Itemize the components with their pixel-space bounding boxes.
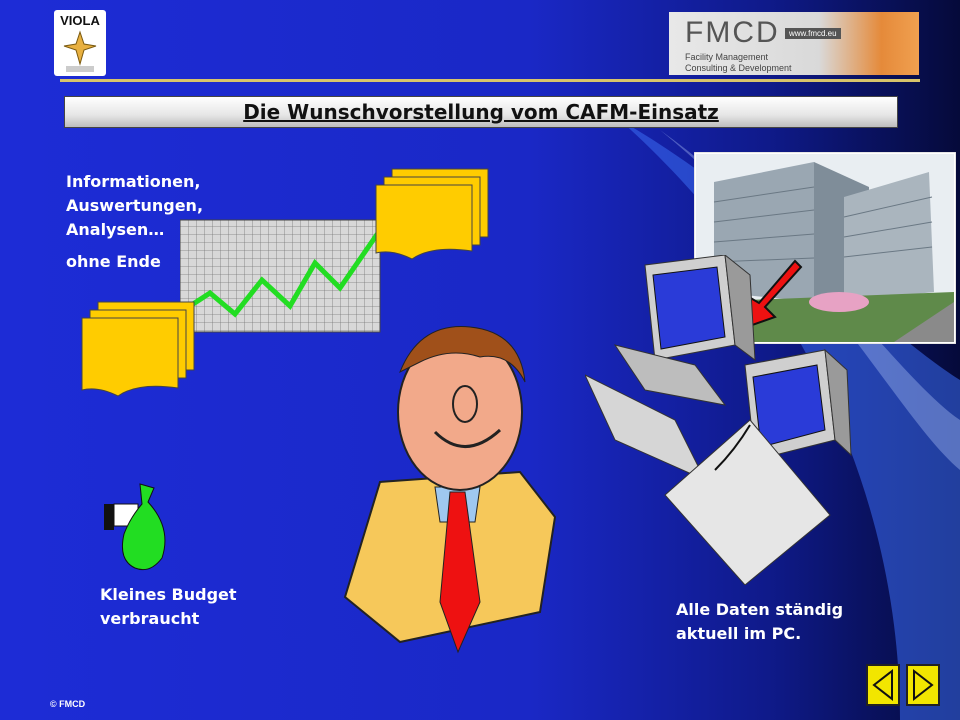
red-arrow-icon [739, 259, 803, 331]
slide-title: Die Wunschvorstellung vom CAFM-Einsatz [243, 100, 719, 124]
budget-caption: Kleines Budget verbraucht [100, 583, 237, 631]
fmcd-subtitle-line2: Consulting & Development [685, 63, 792, 73]
header-rule [60, 79, 920, 82]
triangle-right-icon [913, 668, 934, 702]
smiling-businessman-icon [343, 326, 557, 654]
trend-chart-icon [180, 219, 381, 333]
copyright-footer: © FMCD [50, 699, 86, 709]
viola-cross-icon [63, 30, 97, 72]
info-caption-line4: ohne Ende [66, 252, 161, 271]
fmcd-url: www.fmcd.eu [785, 28, 841, 39]
pc-caption-line2: aktuell im PC. [676, 624, 802, 643]
fmcd-subtitle: Facility Management Consulting & Develop… [685, 52, 792, 74]
info-caption-line1: Informationen, [66, 172, 201, 191]
documents-bottom-icon [81, 301, 195, 397]
info-caption-line2: Auswertungen, [66, 196, 204, 215]
money-bag-icon [104, 483, 166, 571]
info-caption: Informationen, Auswertungen, Analysen… o… [66, 170, 203, 274]
pc-caption: Alle Daten ständig aktuell im PC. [676, 598, 843, 646]
budget-caption-line1: Kleines Budget [100, 585, 237, 604]
computer-workstations-icon [585, 255, 852, 585]
documents-top-icon [375, 168, 489, 260]
fmcd-logo: FMCD www.fmcd.eu Facility Management Con… [669, 12, 919, 75]
next-slide-button[interactable] [906, 664, 940, 706]
fmcd-subtitle-line1: Facility Management [685, 52, 769, 62]
viola-logo: VIOLA [54, 10, 106, 76]
budget-caption-line2: verbraucht [100, 609, 200, 628]
info-caption-line3: Analysen… [66, 220, 165, 239]
pc-caption-line1: Alle Daten ständig [676, 600, 844, 619]
title-bar: Die Wunschvorstellung vom CAFM-Einsatz [64, 96, 898, 128]
viola-logo-text: VIOLA [60, 13, 100, 28]
prev-slide-button[interactable] [866, 664, 900, 706]
triangle-left-icon [872, 668, 893, 702]
fmcd-logo-text: FMCD [685, 16, 780, 49]
